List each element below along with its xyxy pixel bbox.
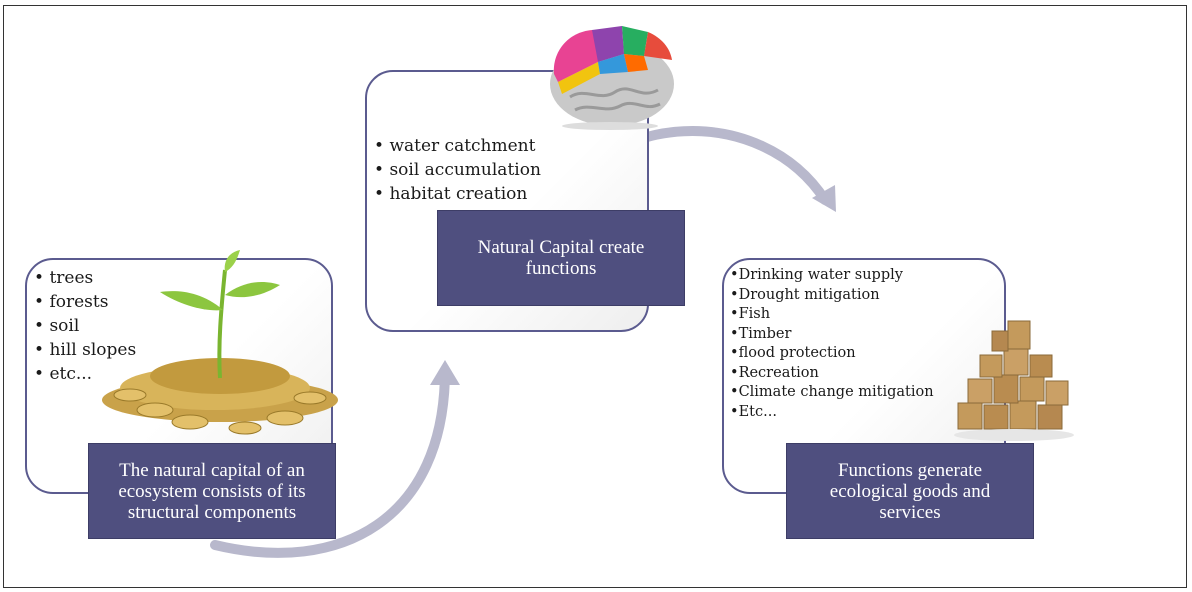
arrow-panel1-to-panel2	[210, 365, 450, 558]
list-item: • trees	[34, 268, 94, 288]
list-item: •Recreation	[730, 364, 819, 381]
list-item: •Timber	[730, 325, 792, 342]
list-item: •Climate change mitigation	[730, 384, 934, 400]
list-item: • etc...	[34, 364, 93, 384]
panel-1-caption: The natural capital of an ecosystem cons…	[88, 443, 336, 539]
arrow-head-1	[430, 360, 460, 385]
panel-3-list: •Drinking water supply •Drought mitigati…	[730, 266, 934, 422]
panel-2-list: • water catchment • soil accumulation • …	[374, 134, 541, 206]
panel-1-list: • trees • forests • soil • hill slopes •…	[34, 266, 136, 386]
panel-2-caption: Natural Capital create functions	[437, 210, 685, 306]
list-item: •Fish	[730, 306, 771, 322]
list-item: •Drinking water supply	[730, 267, 903, 283]
list-item: • water catchment	[374, 136, 536, 156]
arrow-head-2	[812, 185, 836, 212]
brain-icon	[550, 26, 674, 130]
list-item: •Etc...	[730, 403, 777, 420]
panel-3-caption: Functions generate ecological goods and …	[786, 443, 1034, 539]
list-item: • soil	[34, 316, 80, 336]
list-item: • hill slopes	[34, 340, 137, 360]
list-item: •Drought mitigation	[730, 286, 880, 303]
stacked-boxes-icon	[954, 320, 1074, 441]
list-item: •flood protection	[730, 345, 856, 361]
list-item: • forests	[34, 292, 109, 312]
list-item: • soil accumulation	[374, 160, 541, 180]
list-item: • habitat creation	[374, 184, 528, 204]
plant-on-coins-icon	[102, 250, 338, 435]
